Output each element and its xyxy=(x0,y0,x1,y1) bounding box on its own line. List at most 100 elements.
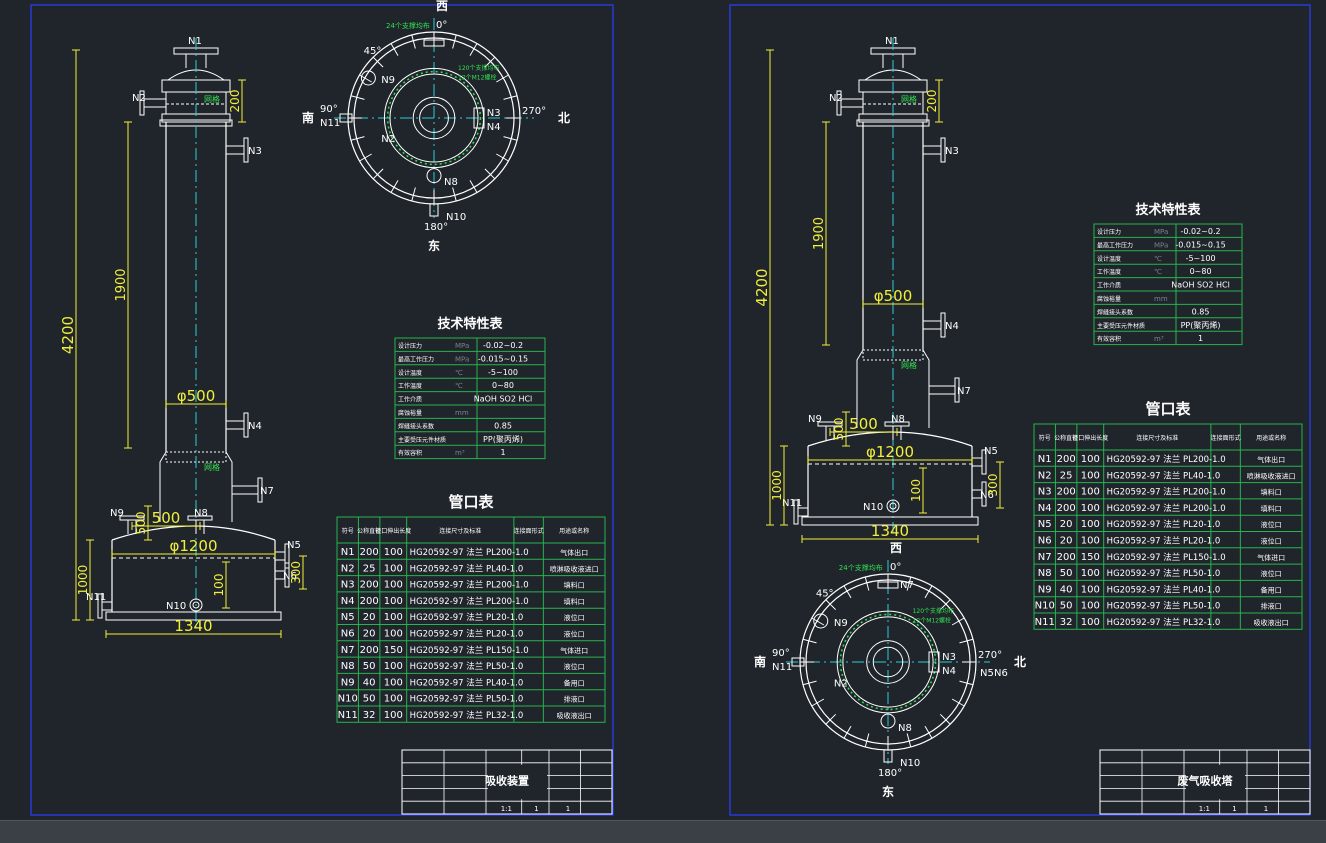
nozzle-cell: 25 xyxy=(1060,470,1073,481)
spec-name: 工作介质 xyxy=(1097,282,1121,290)
plan-note3: 12个M12螺栓 xyxy=(458,74,496,82)
plan-a0: 0° xyxy=(890,562,901,573)
plan-support-lug xyxy=(452,187,457,202)
n5-label: N5 xyxy=(287,540,301,551)
nozzle-cell: 200 xyxy=(360,645,379,656)
plan-column-shell xyxy=(842,616,934,708)
nozzle-cell: HG20592-97 法兰 PL50-1.0 xyxy=(410,661,524,672)
nozzle-cell: HG20592-97 法兰 PL32-1.0 xyxy=(410,710,524,721)
nozzle-cell: 100 xyxy=(384,596,403,607)
nozzle-title: 管口表 xyxy=(1145,400,1191,418)
dim-tank-dia: φ1200 xyxy=(866,443,914,461)
nozzle-cell: N4 xyxy=(1038,503,1052,514)
spec-value: NaOH SO2 HCl xyxy=(474,395,533,404)
dim-overall: 4200 xyxy=(753,268,771,306)
plan-a90: 90° xyxy=(772,648,790,659)
nozzle-cell: 吸收液出口 xyxy=(1254,618,1289,627)
spec-value: -5~100 xyxy=(1186,254,1216,263)
n2-nozzle-flange xyxy=(139,90,145,116)
dim-tank-width: 1340 xyxy=(174,617,212,635)
nozzle-cell: 液位口 xyxy=(1261,537,1282,546)
plan-n3-port xyxy=(473,107,485,129)
plan-n3-port xyxy=(928,651,940,673)
nozzle-cell: HG20592-97 法兰 PL50-1.0 xyxy=(1107,601,1221,612)
spec-unit: MPa xyxy=(1154,228,1168,236)
spec-title: 技术特性表 xyxy=(437,316,503,332)
plan-n6-label: N6 xyxy=(994,668,1008,679)
nozzle-cell: N11 xyxy=(1035,617,1055,628)
dim-inner: 100 xyxy=(212,574,226,597)
n10-label: N10 xyxy=(863,502,883,513)
nozzle-cell: N1 xyxy=(341,547,355,558)
plan-column-shell xyxy=(389,73,479,163)
nozzle-cell: 50 xyxy=(363,661,376,672)
plan-north_mark: 西 xyxy=(890,541,902,555)
spec-name: 设计温度 xyxy=(398,369,422,377)
nozzle-title: 管口表 xyxy=(448,493,494,511)
nozzle-cell: N5 xyxy=(341,612,355,623)
n6-label: N6 xyxy=(283,571,297,582)
nozzle-cell: HG20592-97 法兰 PL50-1.0 xyxy=(410,694,524,705)
n11-label: N11 xyxy=(782,498,802,509)
nozzle-cell: 200 xyxy=(360,580,379,591)
plan-support-lug xyxy=(951,617,965,626)
n3-nozzle-flange xyxy=(940,137,946,163)
nozzle-cell: 100 xyxy=(384,629,403,640)
dim-mid: 1900 xyxy=(812,217,827,250)
n1-label: N1 xyxy=(885,36,899,47)
plan-support-lug xyxy=(372,56,384,68)
n8-label: N8 xyxy=(891,414,905,425)
n8-nozzle-flange xyxy=(187,515,213,521)
nozzle-cell: 40 xyxy=(1060,584,1073,595)
dim-mid: 1900 xyxy=(114,268,129,301)
n10-manhole xyxy=(192,601,200,609)
n9-nozzle-flange xyxy=(817,421,843,427)
plan-n4-label: N4 xyxy=(487,122,501,133)
plan-n7-port xyxy=(877,581,899,589)
spec-value: 0~80 xyxy=(1190,267,1212,276)
n9-nozzle-flange xyxy=(119,515,145,521)
plan-support-lug xyxy=(372,168,384,180)
nozzle-header: 用途或名称 xyxy=(559,527,589,535)
nozzle-header: 管口伸出长度 xyxy=(1072,434,1108,442)
plan-a180: 180° xyxy=(424,222,448,233)
nozzle-table xyxy=(1033,423,1303,630)
spec-value: 1 xyxy=(500,448,505,457)
plan-support-lug xyxy=(350,95,365,100)
dim-nozzle: 300 xyxy=(289,561,303,584)
plan-support-lug xyxy=(503,95,518,100)
title-name-cell xyxy=(1186,764,1245,800)
nozzle-cell: 100 xyxy=(1081,536,1100,547)
nozzle-cell: HG20592-97 法兰 PL200-1.0 xyxy=(410,547,529,558)
spec-value: -5~100 xyxy=(488,368,518,377)
plan-support-lug xyxy=(469,43,478,56)
nozzle-cell: HG20592-97 法兰 PL40-1.0 xyxy=(1107,470,1221,481)
plan-n11-label: N11 xyxy=(320,118,340,129)
nozzle-cell: 100 xyxy=(1081,601,1100,612)
n10-manhole xyxy=(189,598,203,612)
plan-note: 24个支撑均布 xyxy=(386,21,430,30)
spec-value: PP(聚丙烯) xyxy=(483,434,523,444)
n10-manhole xyxy=(886,499,900,513)
drawing-sheets: 1 xyxy=(566,805,570,813)
plan-a270: 270° xyxy=(978,650,1002,661)
title-name-cell xyxy=(488,764,547,800)
plan-n1-flange xyxy=(866,640,910,684)
nozzle-cell: HG20592-97 法兰 PL200-1.0 xyxy=(1107,503,1226,514)
nozzle-cell: N2 xyxy=(341,563,355,574)
plan-support-lug xyxy=(843,585,852,599)
spec-name: 主要受压元件材质 xyxy=(398,436,446,444)
n3-label: N3 xyxy=(945,146,959,157)
spec-name: 设计压力 xyxy=(398,342,422,350)
plan-n9-label: N9 xyxy=(381,75,395,86)
plan-south_mark: 东 xyxy=(428,238,440,253)
dim-pipe: 500 xyxy=(849,415,878,433)
plan-n1-flange xyxy=(412,96,456,140)
nozzle-cell: 喷淋吸收液进口 xyxy=(550,564,599,573)
nozzle-header: 连接面形式 xyxy=(514,527,544,535)
nozzle-cell: 40 xyxy=(363,677,376,688)
spec-value: 0.85 xyxy=(1192,307,1210,316)
plan-south_mark: 东 xyxy=(882,784,894,799)
dim-low: 500 xyxy=(134,512,148,535)
